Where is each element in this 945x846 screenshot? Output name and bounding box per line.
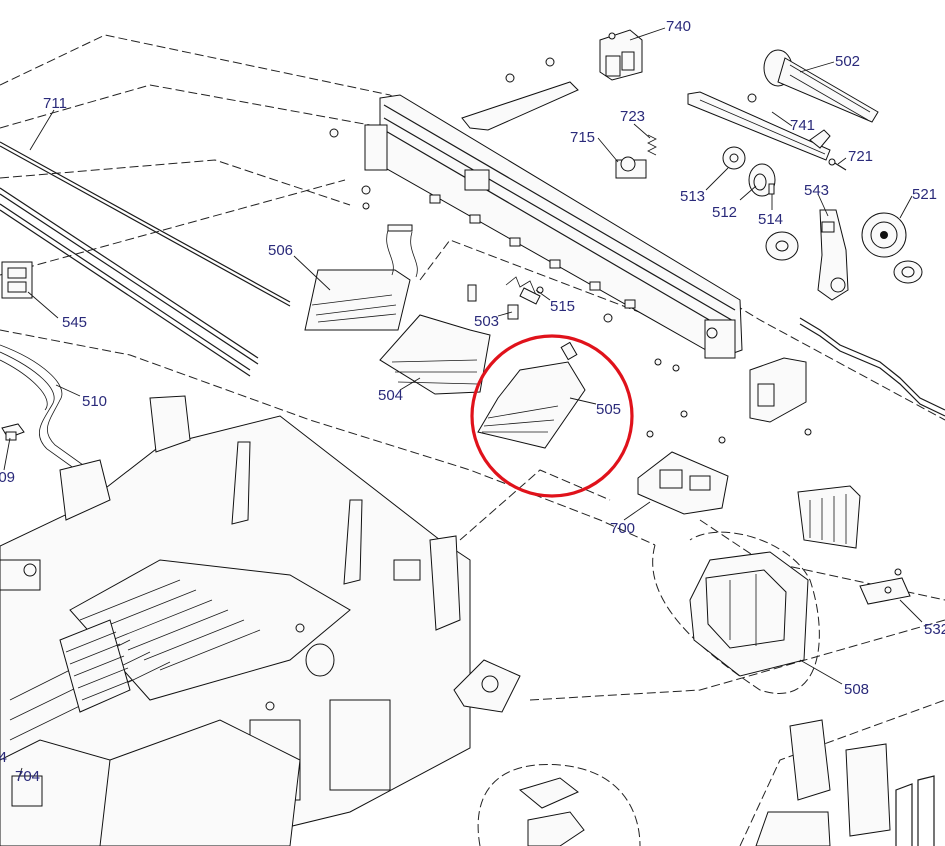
callout-740: 740 — [666, 18, 691, 35]
callout-509: 509 — [0, 469, 15, 486]
frame-assembly — [364, 94, 743, 359]
callout-506: 506 — [268, 242, 293, 259]
callout-510: 510 — [82, 393, 107, 410]
shaft-711 — [0, 141, 291, 377]
callout-532: 532 — [924, 621, 945, 638]
guide-506 — [304, 224, 418, 331]
cartridge-holder — [797, 485, 861, 549]
frame-slots — [429, 194, 636, 309]
callout-504: 504 — [378, 387, 403, 404]
callout-545: 545 — [62, 314, 87, 331]
callout-723: 723 — [620, 108, 645, 125]
board-532 — [859, 568, 911, 605]
callout-711: 711 — [43, 95, 67, 112]
roller-502 — [747, 49, 879, 123]
gear-521 — [861, 212, 923, 284]
plate-sensor — [329, 57, 579, 138]
carriage-508 — [689, 551, 809, 677]
cable-510 — [0, 344, 91, 475]
spring-503 — [505, 276, 541, 320]
callout-512: 512 — [712, 204, 737, 221]
sensor-715 — [615, 156, 647, 179]
carriage-700 — [637, 410, 729, 515]
bottom-right-parts — [518, 719, 935, 846]
callout-503: 503 — [474, 313, 499, 330]
callout-505: 505 — [596, 401, 621, 418]
gear-sub — [765, 231, 799, 261]
callout-labels: 740 502 711 723 715 741 721 513 512 514 … — [0, 18, 945, 785]
screws — [265, 185, 680, 711]
gear-513 — [722, 146, 746, 170]
callout-513: 513 — [680, 188, 705, 205]
lower-housing — [0, 395, 521, 846]
callout-515: 515 — [550, 298, 575, 315]
callout-521: 521 — [912, 186, 937, 203]
callout-715: 715 — [570, 129, 595, 146]
callout-514: 514 — [758, 211, 783, 228]
bracket-545 — [1, 261, 33, 299]
spring-723 — [647, 134, 657, 156]
guide-505 — [477, 341, 586, 449]
bracket-right — [749, 357, 812, 436]
shaft-741 — [687, 91, 831, 161]
rod-right — [799, 317, 945, 417]
leader-lines — [3, 27, 923, 781]
callout-543: 543 — [804, 182, 829, 199]
callout-741: 741 — [790, 117, 815, 134]
callout-700: 700 — [610, 520, 635, 537]
callout-508: 508 — [844, 681, 869, 698]
pin-514 — [768, 183, 775, 195]
callout-502: 502 — [835, 53, 860, 70]
callout-704: 704 — [15, 768, 40, 785]
guide-504 — [379, 284, 491, 395]
callout-704-left: 704 — [0, 749, 7, 766]
bracket-740 — [599, 29, 643, 81]
highlight-circle — [470, 334, 634, 498]
callout-721: 721 — [848, 148, 873, 165]
lever-543 — [817, 209, 849, 301]
pin-721 — [828, 158, 847, 171]
clip-509 — [1, 423, 25, 441]
